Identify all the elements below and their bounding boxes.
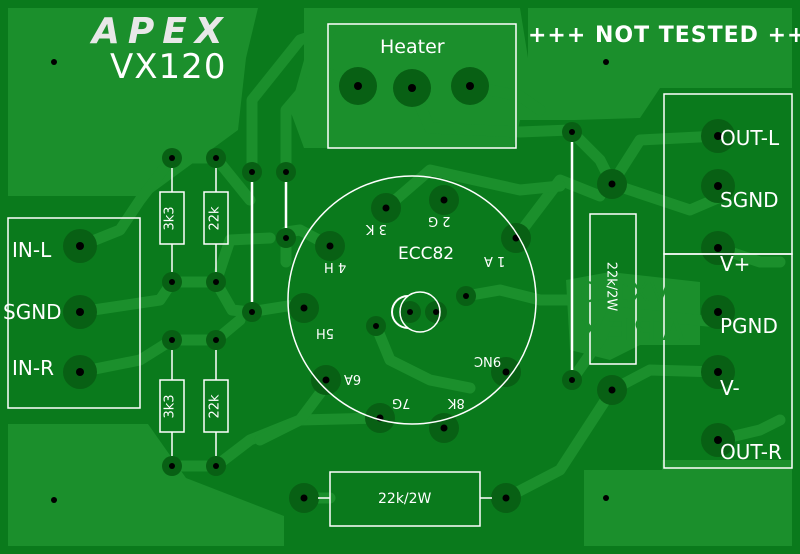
- out-l-label: OUT-L: [720, 126, 780, 150]
- resistor-r6-body: [329, 471, 481, 527]
- tube-pin-4-label: 4 H: [324, 259, 347, 274]
- svg-text:APEX: APEX: [574, 311, 685, 347]
- tube-pin-1-label: 1 A: [484, 253, 506, 268]
- v-minus-label: V-: [720, 376, 740, 400]
- svg-text:VX120: VX120: [580, 276, 670, 309]
- tube-pin-9-label: 9NC: [474, 353, 502, 368]
- input-connector-outline: [7, 217, 141, 409]
- resistor-r3-value: 3k3: [162, 394, 178, 419]
- resistor-r6-value: 22k/2W: [378, 491, 432, 507]
- brand-logo: APEX: [92, 11, 231, 52]
- tube-pin-8-label: 8K: [448, 395, 465, 410]
- drill-holes: [51, 59, 722, 503]
- heater-label: Heater: [380, 36, 445, 58]
- pgnd-label: PGND: [720, 314, 778, 338]
- sgnd-out-label: SGND: [720, 188, 779, 212]
- copper-pours: [8, 8, 792, 546]
- resistor-r5-value: 22k/2W: [603, 261, 619, 312]
- heater-connector-outline: [327, 23, 517, 149]
- out-r-label: OUT-R: [720, 440, 782, 464]
- tube-pin-2-label: 2 G: [428, 213, 451, 228]
- resistor-r1-value: 3k3: [162, 206, 178, 231]
- tube-pin-3-label: 3 K: [366, 221, 387, 236]
- silkscreen: [7, 23, 793, 527]
- v-plus-label: V+: [720, 252, 751, 276]
- tube-center-ring: [399, 291, 441, 333]
- sgnd-in-label: SGND: [3, 300, 62, 324]
- tube-pin-7-label: 7G: [392, 395, 411, 410]
- resistor-r4-value: 22k: [207, 394, 223, 419]
- tube-pin-5-label: 5H: [316, 325, 335, 340]
- tube-socket-outline: [287, 175, 537, 425]
- warning-label: +++ NOT TESTED +++: [528, 23, 800, 48]
- in-l-label: IN-L: [12, 238, 52, 262]
- in-r-label: IN-R: [12, 356, 54, 380]
- power-connector-outline: [663, 253, 793, 469]
- tube-type-label: ECC82: [398, 244, 455, 264]
- tube-pin-6-label: 6A: [344, 371, 362, 386]
- model-label: VX120: [110, 47, 227, 87]
- resistor-r5-body: [589, 213, 637, 365]
- copper-ghost-logo: VX120 APEX: [574, 276, 685, 347]
- resistor-r2-value: 22k: [207, 206, 223, 231]
